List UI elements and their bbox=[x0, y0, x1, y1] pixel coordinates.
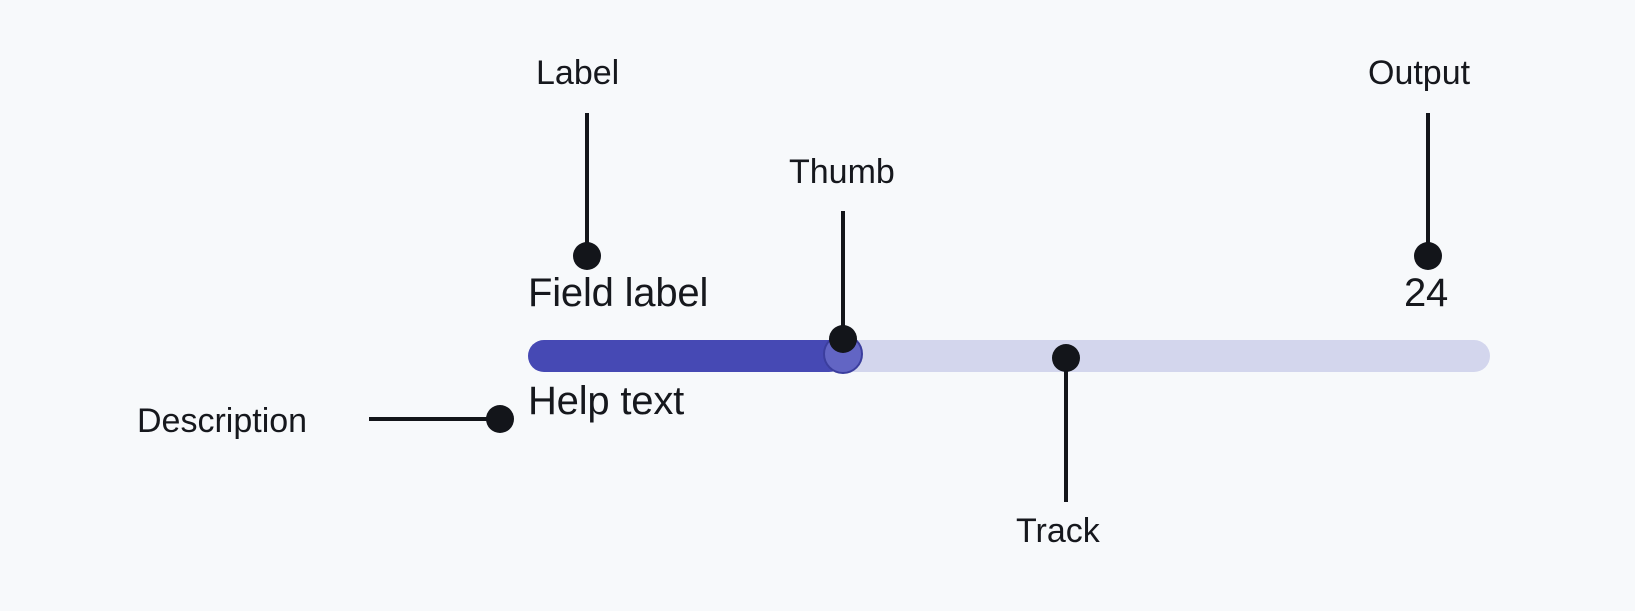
annotation-leader-line-label bbox=[585, 113, 589, 253]
annotation-label-thumb: Thumb bbox=[789, 153, 895, 191]
annotation-dot-label bbox=[573, 242, 601, 270]
annotation-label-description: Description bbox=[137, 402, 308, 440]
annotation-label-track: Track bbox=[1016, 512, 1100, 550]
help-text: Help text bbox=[528, 379, 685, 423]
annotation-leader-line-output bbox=[1426, 113, 1430, 253]
annotation-leader-line-track bbox=[1064, 370, 1068, 502]
field-label: Field label bbox=[528, 271, 709, 315]
output-value: 24 bbox=[1404, 271, 1449, 315]
slider-track[interactable] bbox=[528, 334, 1490, 374]
annotation-label-label: Label bbox=[536, 54, 620, 92]
annotation-leader-line-thumb bbox=[841, 211, 845, 336]
annotation-dot-thumb bbox=[829, 325, 857, 353]
slider-track-fill bbox=[528, 340, 845, 372]
annotation-leader-line-description bbox=[369, 417, 495, 421]
annotation-dot-description bbox=[486, 405, 514, 433]
annotation-label-output: Output bbox=[1368, 54, 1471, 92]
annotation-dot-track bbox=[1052, 344, 1080, 372]
annotation-dot-output bbox=[1414, 242, 1442, 270]
